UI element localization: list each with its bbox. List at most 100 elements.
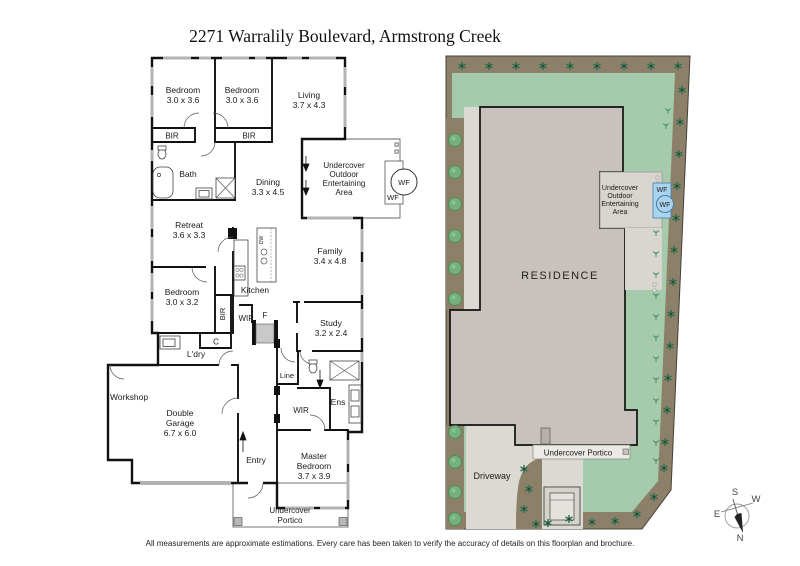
ens-basin-icon [350, 405, 360, 418]
bath-drain-icon [157, 173, 161, 177]
compass-needle-line [732, 498, 739, 517]
room-label-dining: Dining [256, 177, 280, 187]
compass-w: W [752, 494, 761, 505]
ens-basin-icon [350, 389, 360, 402]
interior-walls [151, 57, 363, 484]
bush-icon [448, 165, 462, 179]
disclaimer-text: All measurements are approximate estimat… [146, 539, 635, 548]
cooktop-icon [233, 265, 246, 281]
room-label-bath: Bath [179, 169, 197, 179]
fridge-wall [274, 320, 278, 345]
cooktop-burner [235, 268, 240, 272]
room-label-bedroom3: Bedroom [165, 287, 200, 297]
site-wf-label: WF [660, 202, 671, 209]
bush-icon [448, 133, 462, 147]
site-pillar-icon [540, 427, 551, 445]
site-alfresco-label-2: Outdoor [607, 193, 633, 200]
side-paving [625, 228, 662, 290]
room-size-bedroom3: 3.0 x 3.2 [166, 297, 199, 307]
residence-label: RESIDENCE [521, 270, 599, 282]
cooktop-burner [239, 273, 244, 278]
room-size-living: 3.7 x 4.3 [293, 100, 326, 110]
cooktop-burner [239, 268, 244, 272]
siteplan-drawing: WF WF RESIDENCE Driveway Undercover Port… [445, 55, 691, 530]
line-label: Line [280, 371, 294, 380]
wir-label: WIR [293, 406, 309, 415]
c-label: C [213, 338, 219, 347]
wf-label: WF [398, 178, 410, 187]
site-wf-label: WF [657, 187, 668, 194]
garden-bed-strip [446, 118, 464, 310]
alfresco-arrow-head [302, 163, 310, 173]
room-label-family: Family [317, 246, 343, 256]
bush-icon [448, 512, 462, 526]
room-label-study: Study [320, 318, 342, 328]
site-alfresco-label-4: Area [613, 209, 628, 216]
cooktop-burner [235, 273, 240, 278]
fridge-wall [252, 320, 256, 345]
sink-icon [260, 248, 268, 256]
room-label-bedroom1: Bedroom [166, 85, 201, 95]
dw-label: DW [259, 236, 265, 245]
room-label-retreat: Retreat [175, 220, 204, 230]
bush-icon [448, 261, 462, 275]
fridge-icon [255, 323, 275, 344]
site-alfresco-label-1: Undercover [602, 185, 639, 192]
side-path [464, 107, 482, 312]
wip-label: WIP [238, 314, 253, 323]
post-dot-icon [655, 175, 660, 180]
water-feature-circle [390, 168, 418, 196]
bir-label: BIR [242, 132, 256, 141]
compass-needle-icon [734, 513, 743, 533]
room-label-bedroom2: Bedroom [225, 85, 260, 95]
hall-arrow-head [316, 379, 324, 390]
site-portico-strip [532, 444, 631, 460]
bir-label-vertical: BIR [218, 307, 227, 320]
site-alfresco [599, 171, 663, 229]
room-label-kitchen: Kitchen [241, 285, 270, 295]
ens-label: Ens [331, 397, 346, 407]
alfresco-arrow-head [302, 187, 310, 197]
compass-ew-axis [720, 502, 754, 513]
pantry-wall [228, 228, 237, 239]
vanity-basin-icon [198, 190, 210, 198]
driveway-label: Driveway [473, 471, 511, 481]
garden-bed-curve [516, 459, 542, 529]
toilet-icon [157, 148, 167, 160]
room-label-garage: Double [167, 408, 194, 418]
alfresco-post-icon [394, 149, 399, 154]
door-swings [109, 112, 326, 499]
floorplan-drawing: WF WF Bedroom 3.0 x 3.6 Bedroom 3.0 x 3.… [106, 56, 418, 528]
site-portico-label: Undercover Portico [544, 449, 613, 458]
room-label-living: Living [298, 90, 320, 100]
toilet-tank-icon [157, 145, 167, 151]
alfresco-label-4: Area [336, 188, 353, 197]
room-label-ldry: L'dry [187, 349, 206, 359]
compass-s: S [732, 487, 738, 498]
room-label-workshop: Workshop [110, 392, 148, 402]
wf-label: WF [387, 193, 399, 202]
post-dot-icon [652, 288, 657, 293]
wall-block [274, 414, 280, 423]
room-size-retreat: 3.6 x 3.3 [173, 230, 206, 240]
room-size-bedroom2: 3.0 x 3.6 [226, 95, 259, 105]
room-label-garage2: Garage [166, 418, 195, 428]
room-size-master: 3.7 x 3.9 [298, 471, 331, 481]
site-alfresco-label-3: Entertaining [601, 201, 638, 208]
compass-e: E [714, 509, 720, 520]
room-label-master: Master [301, 451, 327, 461]
porch-structure-inner [549, 492, 575, 521]
room-size-study: 3.2 x 2.4 [315, 328, 348, 338]
driveway [466, 425, 540, 529]
front-door-gap [248, 480, 263, 486]
compass: S W E N [714, 487, 761, 544]
ens-toilet-icon [308, 362, 318, 374]
wall-block [274, 386, 280, 395]
compass-n: N [737, 533, 744, 544]
sink-icon [260, 257, 268, 265]
post-dot-icon [652, 282, 657, 287]
alfresco-post-icon [394, 142, 399, 147]
alfresco-label-3: Entertaining [323, 179, 366, 188]
bir-label: BIR [165, 132, 179, 141]
room-size-family: 3.4 x 4.8 [314, 256, 347, 266]
